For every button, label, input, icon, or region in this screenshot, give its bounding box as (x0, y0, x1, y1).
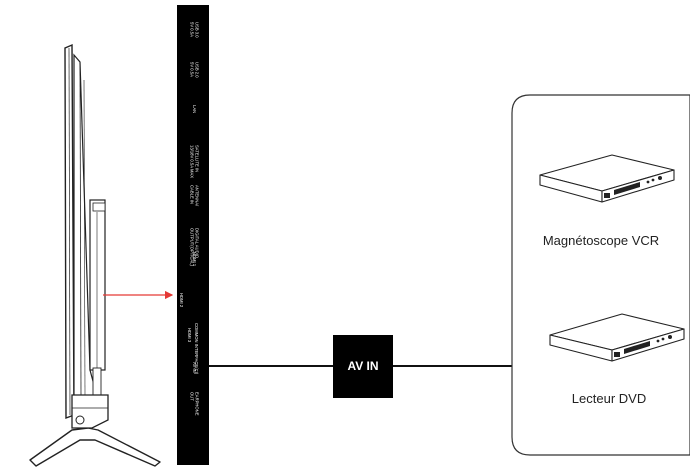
port-label-line: USB 2.0 (195, 62, 200, 78)
av-in-box (333, 335, 393, 398)
port-label-line: COMMON INTERFACE(CI) (194, 323, 199, 375)
port-label-line: USB 3.0 (195, 22, 200, 38)
tv-stand-screw (75, 415, 85, 425)
connector-panel (177, 5, 209, 465)
port-label-line: AV IN (192, 362, 197, 373)
vcr-icon (539, 154, 675, 203)
tv-side-view (29, 43, 161, 467)
port-label-line: HDMI 2 (179, 293, 184, 308)
port-label-line: DIGITAL AUDIO (195, 228, 200, 259)
dvd-player-icon (549, 313, 685, 362)
port-label-line: HDMI 3 (187, 328, 192, 343)
port-label-line: CABLE IN (190, 185, 195, 204)
port-label-line: EARPHONE (195, 392, 200, 416)
port-label-line: 13/18V 0.5A MAX (190, 145, 195, 178)
port-label-line: ANTENNA/ (195, 185, 200, 207)
port-label-line: 5V 0.5A (190, 62, 195, 77)
port-label-line: 5V 0.5A (190, 22, 195, 37)
port-label-hdmi1: HDMI 1 (192, 252, 197, 267)
port-label-line: OUTPUT(OPTICAL) (190, 228, 195, 267)
port-label-hdmi2: HDMI 2 (179, 293, 184, 308)
port-label-line: HDMI 1 (192, 252, 197, 267)
tv-stand-base (29, 427, 161, 467)
port-label-line: LAN (192, 105, 197, 113)
port-label-hdmi3: HDMI 3 (187, 328, 192, 343)
port-label-antenna: ANTENNA/CABLE IN (190, 185, 200, 207)
port-label-line: OUT (190, 392, 195, 401)
port-label-usb2: USB 2.05V 0.5A (190, 62, 200, 78)
port-label-lan: LAN (192, 105, 197, 113)
port-label-line: SATELLITE IN (195, 145, 200, 172)
av-in-label: AV IN (347, 359, 378, 373)
vcr-label: Magnétoscope VCR (543, 233, 659, 248)
tv-connector-block (89, 199, 106, 371)
port-label-av-in-port: AV IN (192, 362, 197, 373)
port-label-common-interface: COMMON INTERFACE(CI) (194, 323, 199, 375)
port-label-usb1: USB 3.05V 0.5A (190, 22, 200, 38)
dvd-label: Lecteur DVD (572, 391, 646, 406)
